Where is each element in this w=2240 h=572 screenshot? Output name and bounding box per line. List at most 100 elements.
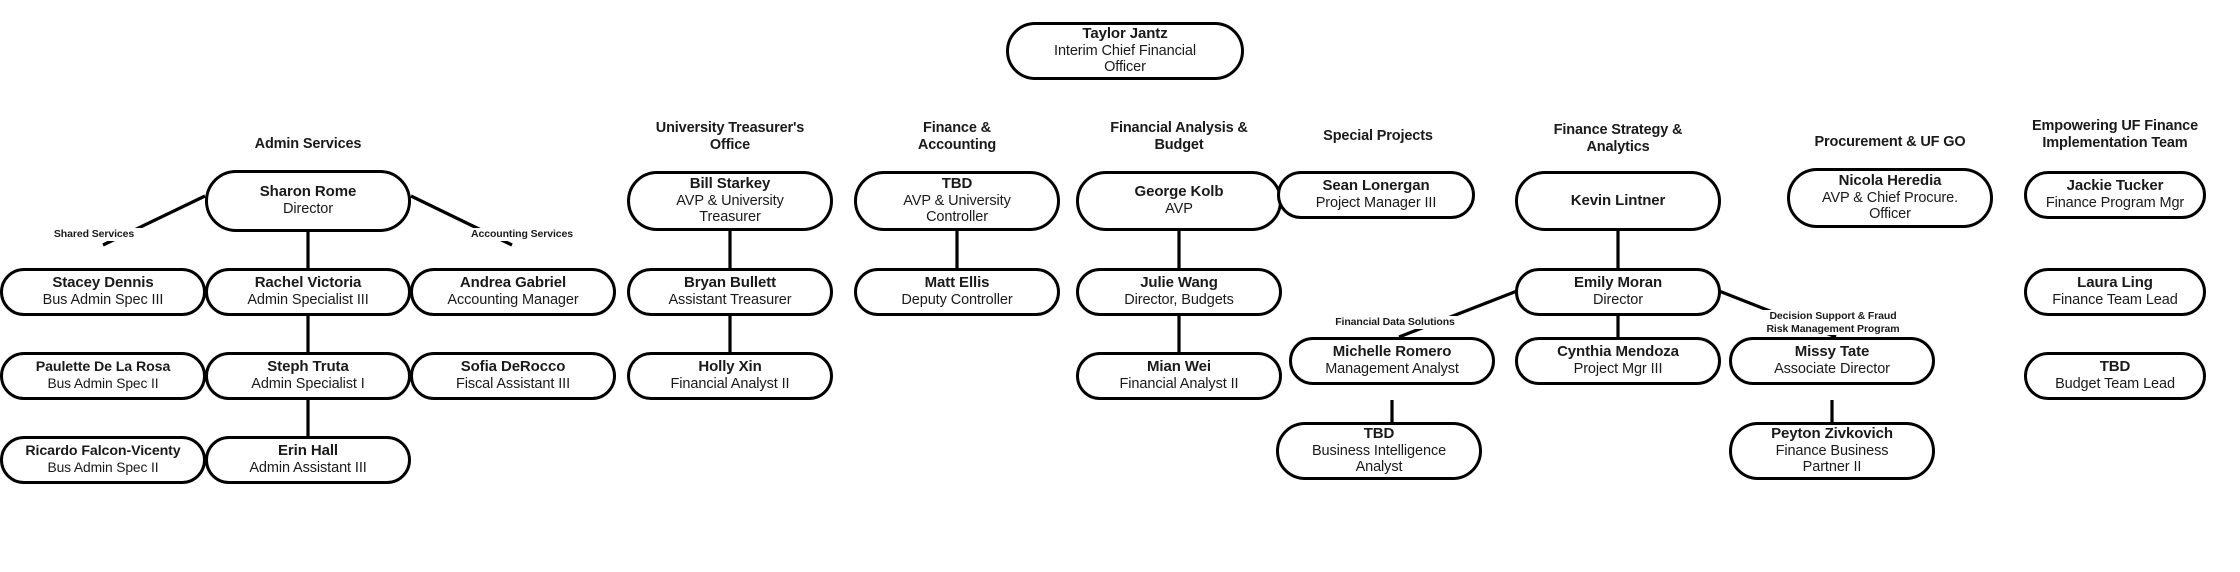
group-title-special-projects: Special Projects [1323,128,1433,144]
node-title: Project Manager III [1315,195,1437,212]
node-name: George Kolb [1134,183,1224,201]
node-title: Director [283,201,333,218]
group-title-admin-services: Admin Services [254,136,362,152]
group-title-university-treasurers-office: University Treasurer's Office [655,120,805,153]
node-title: Management Analyst [1325,361,1459,378]
node-name: Rachel Victoria [254,274,362,292]
node-title-cont: Analyst [1355,459,1403,476]
node-title: Assistant Treasurer [668,292,792,309]
node-name: Erin Hall [278,442,338,460]
node-name: Cynthia Mendoza [1557,343,1679,361]
node-name: Emily Moran [1573,274,1663,292]
group-title-financial-analysis-budget: Financial Analysis & Budget [1110,120,1248,153]
node-sean-lonergan[interactable]: Sean Lonergan Project Manager III [1277,171,1475,219]
node-name: Peyton Zivkovich [1771,425,1893,443]
node-name: Holly Xin [698,358,762,376]
node-title-cont: Officer [1869,206,1911,223]
node-name: Jackie Tucker [2066,177,2164,195]
node-name: Taylor Jantz [1082,25,1168,43]
node-steph-truta[interactable]: Steph Truta Admin Specialist I [205,352,411,400]
node-stacey-dennis[interactable]: Stacey Dennis Bus Admin Spec III [0,268,206,316]
node-name: Laura Ling [2077,274,2153,292]
node-name: Mian Wei [1147,358,1211,376]
node-title: Admin Assistant III [249,460,367,477]
node-title: Admin Specialist III [247,292,369,309]
node-title-cont: Controller [926,209,988,226]
node-paulette-de-la-rosa[interactable]: Paulette De La Rosa Bus Admin Spec II [0,352,206,400]
node-tbd-budget-team-lead[interactable]: TBD Budget Team Lead [2024,352,2206,400]
node-tbd-business-intelligence-analyst[interactable]: TBD Business Intelligence Analyst [1276,422,1482,480]
node-title: Business Intelligence [1311,443,1447,460]
node-kevin-lintner[interactable]: Kevin Lintner [1515,171,1721,231]
node-matt-ellis[interactable]: Matt Ellis Deputy Controller [854,268,1060,316]
node-title: AVP & Chief Procure. [1821,190,1959,207]
edge-label-shared-services: Shared Services [34,228,154,241]
node-title: Bus Admin Spec II [47,376,159,392]
node-rachel-victoria[interactable]: Rachel Victoria Admin Specialist III [205,268,411,316]
node-sofia-derocco[interactable]: Sofia DeRocco Fiscal Assistant III [410,352,616,400]
node-name: Michelle Romero [1332,343,1452,361]
node-title: Director [1593,292,1643,309]
node-name: Missy Tate [1794,343,1870,361]
edge-label-decision-support-fraud-risk: Decision Support & Fraud Risk Management… [1742,310,1924,336]
node-title: Admin Specialist I [251,376,365,393]
node-cynthia-mendoza[interactable]: Cynthia Mendoza Project Mgr III [1515,337,1721,385]
node-name: TBD [2099,358,2131,376]
node-name: TBD [941,175,973,193]
node-name: Steph Truta [267,358,349,376]
edge-label-accounting-services: Accounting Services [452,228,592,241]
node-title: Financial Analyst II [1119,376,1239,393]
node-name: Nicola Heredia [1838,172,1942,190]
node-mian-wei[interactable]: Mian Wei Financial Analyst II [1076,352,1282,400]
node-holly-xin[interactable]: Holly Xin Financial Analyst II [627,352,833,400]
node-title: Budget Team Lead [2055,376,2175,393]
node-title: Associate Director [1774,361,1890,378]
node-title: Director, Budgets [1124,292,1234,309]
node-title: Bus Admin Spec III [42,292,164,309]
node-title: Project Mgr III [1573,361,1663,378]
node-title: AVP & University [903,193,1011,210]
node-name: Sean Lonergan [1322,177,1430,195]
node-name: Andrea Gabriel [459,274,567,292]
node-title: Deputy Controller [901,292,1013,309]
node-michelle-romero[interactable]: Michelle Romero Management Analyst [1289,337,1495,385]
node-name: Sofia DeRocco [460,358,566,376]
node-title: AVP & University [676,193,784,210]
node-julie-wang[interactable]: Julie Wang Director, Budgets [1076,268,1282,316]
node-name: Bill Starkey [689,175,771,193]
node-title: Financial Analyst II [670,376,790,393]
node-bryan-bullett[interactable]: Bryan Bullett Assistant Treasurer [627,268,833,316]
node-title: Finance Program Mgr [2045,195,2185,212]
node-name: Paulette De La Rosa [35,359,171,376]
node-name: Julie Wang [1140,274,1218,292]
node-title: Finance Business [1775,443,1889,460]
node-title: Bus Admin Spec II [47,460,159,476]
node-taylor-jantz[interactable]: Taylor Jantz Interim Chief Financial Off… [1006,22,1244,80]
node-name: Matt Ellis [924,274,990,292]
node-name: Stacey Dennis [52,274,154,292]
node-ricardo-falcon-vicenty[interactable]: Ricardo Falcon-Vicenty Bus Admin Spec II [0,436,206,484]
group-title-procurement-uf-go: Procurement & UF GO [1814,134,1966,150]
node-name: Sharon Rome [259,183,357,201]
node-george-kolb[interactable]: George Kolb AVP [1076,171,1282,231]
node-emily-moran[interactable]: Emily Moran Director [1515,268,1721,316]
node-bill-starkey[interactable]: Bill Starkey AVP & University Treasurer [627,171,833,231]
node-title: AVP [1165,201,1193,218]
node-erin-hall[interactable]: Erin Hall Admin Assistant III [205,436,411,484]
node-name: Ricardo Falcon-Vicenty [25,443,181,460]
node-nicola-heredia[interactable]: Nicola Heredia AVP & Chief Procure. Offi… [1787,168,1993,228]
node-title-cont: Treasurer [699,209,761,226]
node-andrea-gabriel[interactable]: Andrea Gabriel Accounting Manager [410,268,616,316]
node-title: Fiscal Assistant III [455,376,571,393]
node-tbd-controller[interactable]: TBD AVP & University Controller [854,171,1060,231]
group-title-finance-accounting: Finance & Accounting [917,120,997,153]
node-title-cont: Officer [1104,59,1146,76]
node-peyton-zivkovich[interactable]: Peyton Zivkovich Finance Business Partne… [1729,422,1935,480]
group-title-empowering-uf-finance: Empowering UF Finance Implementation Tea… [2031,118,2199,151]
node-jackie-tucker[interactable]: Jackie Tucker Finance Program Mgr [2024,171,2206,219]
node-sharon-rome[interactable]: Sharon Rome Director [205,170,411,232]
node-missy-tate[interactable]: Missy Tate Associate Director [1729,337,1935,385]
node-title-cont: Partner II [1802,459,1862,476]
node-laura-ling[interactable]: Laura Ling Finance Team Lead [2024,268,2206,316]
